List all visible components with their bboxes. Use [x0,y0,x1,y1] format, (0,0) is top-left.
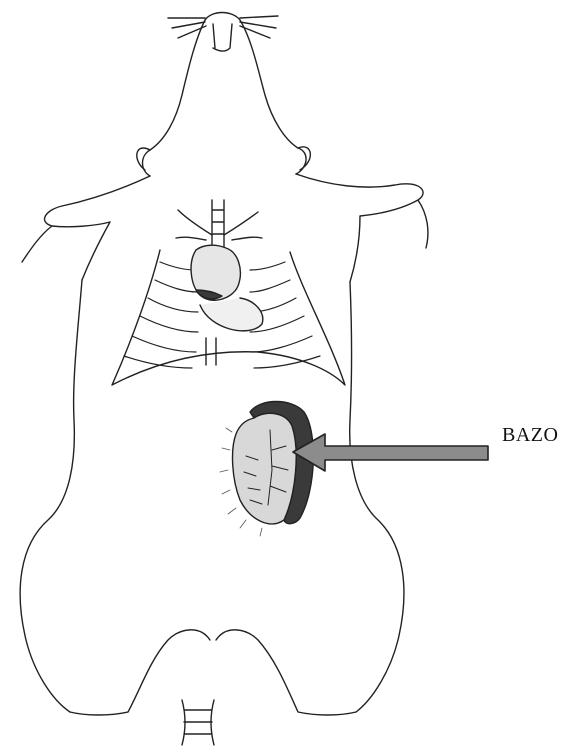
head-outline [143,20,307,176]
spleen-body [233,413,297,524]
left-forelimb [22,176,150,280]
trachea [212,200,224,250]
whiskers-right [240,16,278,38]
callout-arrow [293,434,488,471]
right-ear [298,147,310,170]
left-hindlimb [70,630,210,715]
whiskers-left [168,18,206,38]
esophagus [206,338,216,365]
tail-base [182,700,214,745]
snout [205,13,240,52]
right-forelimb [296,174,428,282]
body-left-side [20,280,82,712]
right-hindlimb [216,630,356,715]
spleen-label: BAZO [502,424,558,447]
vessels [176,210,262,240]
body-right-side [350,282,404,712]
liver-lobe [200,298,263,331]
